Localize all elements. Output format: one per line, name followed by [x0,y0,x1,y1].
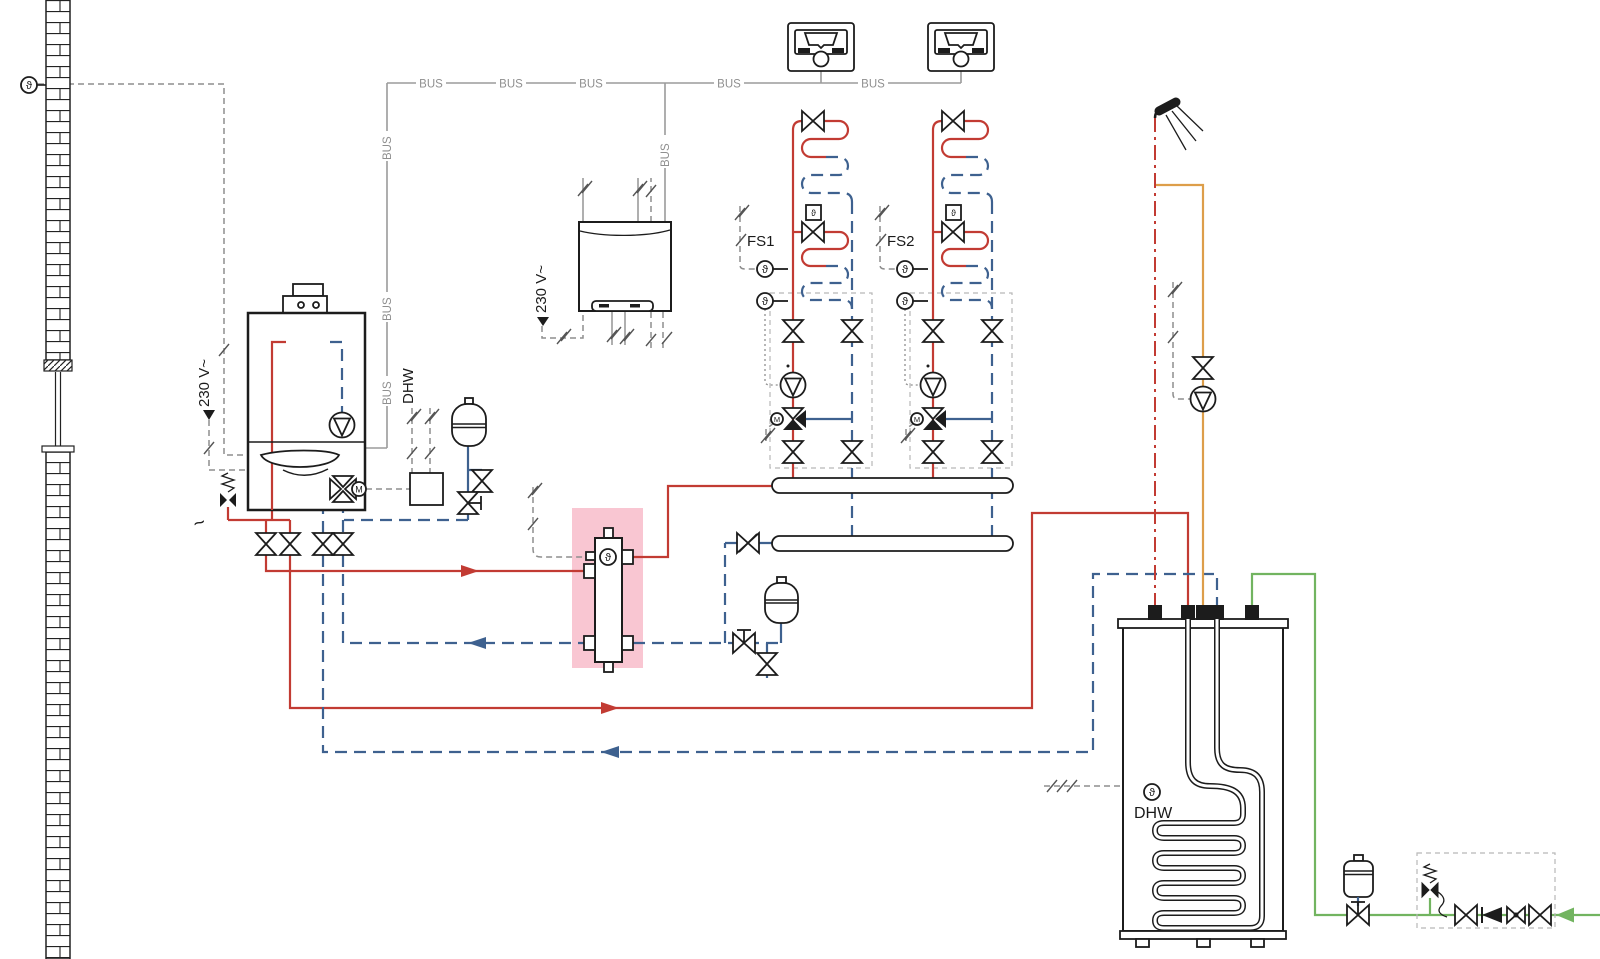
shutoff-valve [1528,904,1552,926]
dhw-tank-label: DHW [1134,805,1173,822]
thermo-head-theta: ϑ [951,208,956,218]
bus-label: BUS [717,79,741,91]
safety-drain [1437,891,1448,918]
window-sill [41,445,75,453]
boiler-safety-valve: ~ [190,472,237,536]
shutoff-valve [1454,904,1478,926]
bus-label: BUS [499,79,523,91]
bus-label: BUS [579,79,603,91]
bus-network: BUS BUS BUS BUS BUS BUS BUS BUS BUS [364,71,962,449]
bus-label: BUS [382,381,394,405]
dhw-sensor-theta: ϑ [1149,787,1155,799]
bus-label: BUS [382,136,394,160]
port-heating-return [1210,605,1224,620]
wiring-module [409,472,444,506]
header-sensor-theta: ϑ [605,552,611,564]
cold-water-arrow [1556,907,1574,923]
dhw-cable-label: DHW [400,367,417,404]
fs2-mixer-motor: M [914,415,920,424]
drain-valve [756,652,778,676]
system-control-module [578,221,672,312]
room-controller-2 [927,22,995,72]
fs2-sensor-theta: ϑ [902,296,908,308]
mains-arrow [203,410,215,420]
return-arrow [468,637,486,649]
port-heating-flow [1181,605,1195,620]
fs2-label: FS2 [887,233,915,250]
fill-drain-valve [733,630,755,653]
burner [259,449,341,468]
flow-arrow [461,565,479,577]
balancing-valve [737,533,759,553]
flue-base [282,295,328,314]
fs1-flow-sensor-theta: ϑ [762,264,768,276]
thermo-head-theta: ϑ [811,208,816,218]
fs1-label: FS1 [747,233,775,250]
heating-circuit-fs2: ϑ ϑ ϑ M FS2 [875,111,1012,536]
circulation-pump [1189,385,1217,413]
bus-label: BUS [861,79,885,91]
control-cables [38,83,1190,793]
window-lintel [43,359,73,372]
port-cold-water [1245,605,1259,620]
module-voltage-label: 230 V~ [533,265,550,313]
bus-label: BUS [660,143,672,167]
bus-label: BUS [382,297,394,321]
shower-head [1154,97,1181,116]
shower-outlet [1153,97,1204,151]
flow-arrow [601,702,619,714]
port-hot-water [1196,605,1210,620]
potable-expansion-vessel [1343,860,1374,898]
drain-symbol: ~ [190,511,209,536]
heating-circuit-fs1: ϑ ϑ ϑ M FS1 [735,111,872,536]
fs1-sensor-theta: ϑ [762,296,768,308]
bus-label: BUS [419,79,443,91]
return-arrow [601,746,619,758]
dhw-cylinder: ϑ DHW [1117,605,1289,948]
safety-group-outline [1416,852,1556,929]
boiler-isolation-valves [255,532,354,556]
pressure-reducer [1506,906,1526,924]
sensor-theta: ϑ [26,80,32,92]
motor-label: M [355,485,363,495]
outside-wall [41,0,75,959]
room-controller-1 [787,22,855,72]
module-mains-arrow [537,317,549,326]
vessel-service-valve [1347,902,1369,925]
boiler-expansion-vessel [451,397,493,514]
heating-flow-pipes [226,340,1190,714]
window-glass [54,372,62,446]
check-valve [1481,906,1503,924]
manifold-expansion-vessel [764,576,799,624]
low-loss-header: ϑ [583,527,634,673]
mains-voltage-label: 230 V~ [196,359,213,407]
heating-manifold [733,477,1014,676]
fs1-mixer-motor: M [774,415,780,424]
outdoor-temperature-sensor: ϑ [20,76,46,94]
potable-safety-valve [1421,863,1439,898]
cold-water-inlet-group [1343,852,1556,929]
flue-connector [292,283,324,297]
fs2-flow-sensor-theta: ϑ [902,264,908,276]
boiler: M [246,283,367,512]
boiler-pump [328,411,356,439]
shower-spray [1165,105,1204,151]
hot-water-pipes [1154,117,1205,606]
port-circulation [1148,605,1162,620]
cold-water-pipe [1250,572,1600,923]
